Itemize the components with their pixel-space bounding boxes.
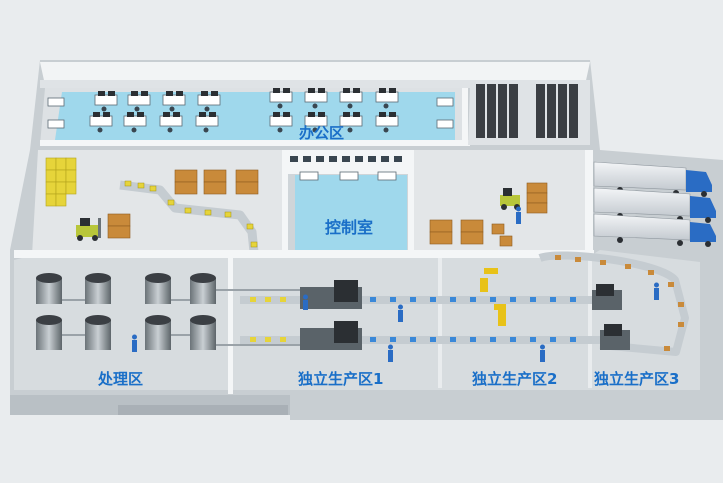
production-zone-2-label: 独立生产区2	[472, 370, 557, 388]
server-room	[468, 84, 590, 145]
production-zone-3-label: 独立生产区3	[594, 370, 679, 388]
processing-zone-label: 处理区	[97, 370, 143, 388]
production-zone-1-label: 独立生产区1	[298, 370, 383, 388]
control-room-label: 控制室	[325, 218, 373, 237]
control-room	[282, 150, 414, 260]
office-zone-label: 办公区	[299, 124, 344, 142]
back-wall	[40, 62, 590, 88]
